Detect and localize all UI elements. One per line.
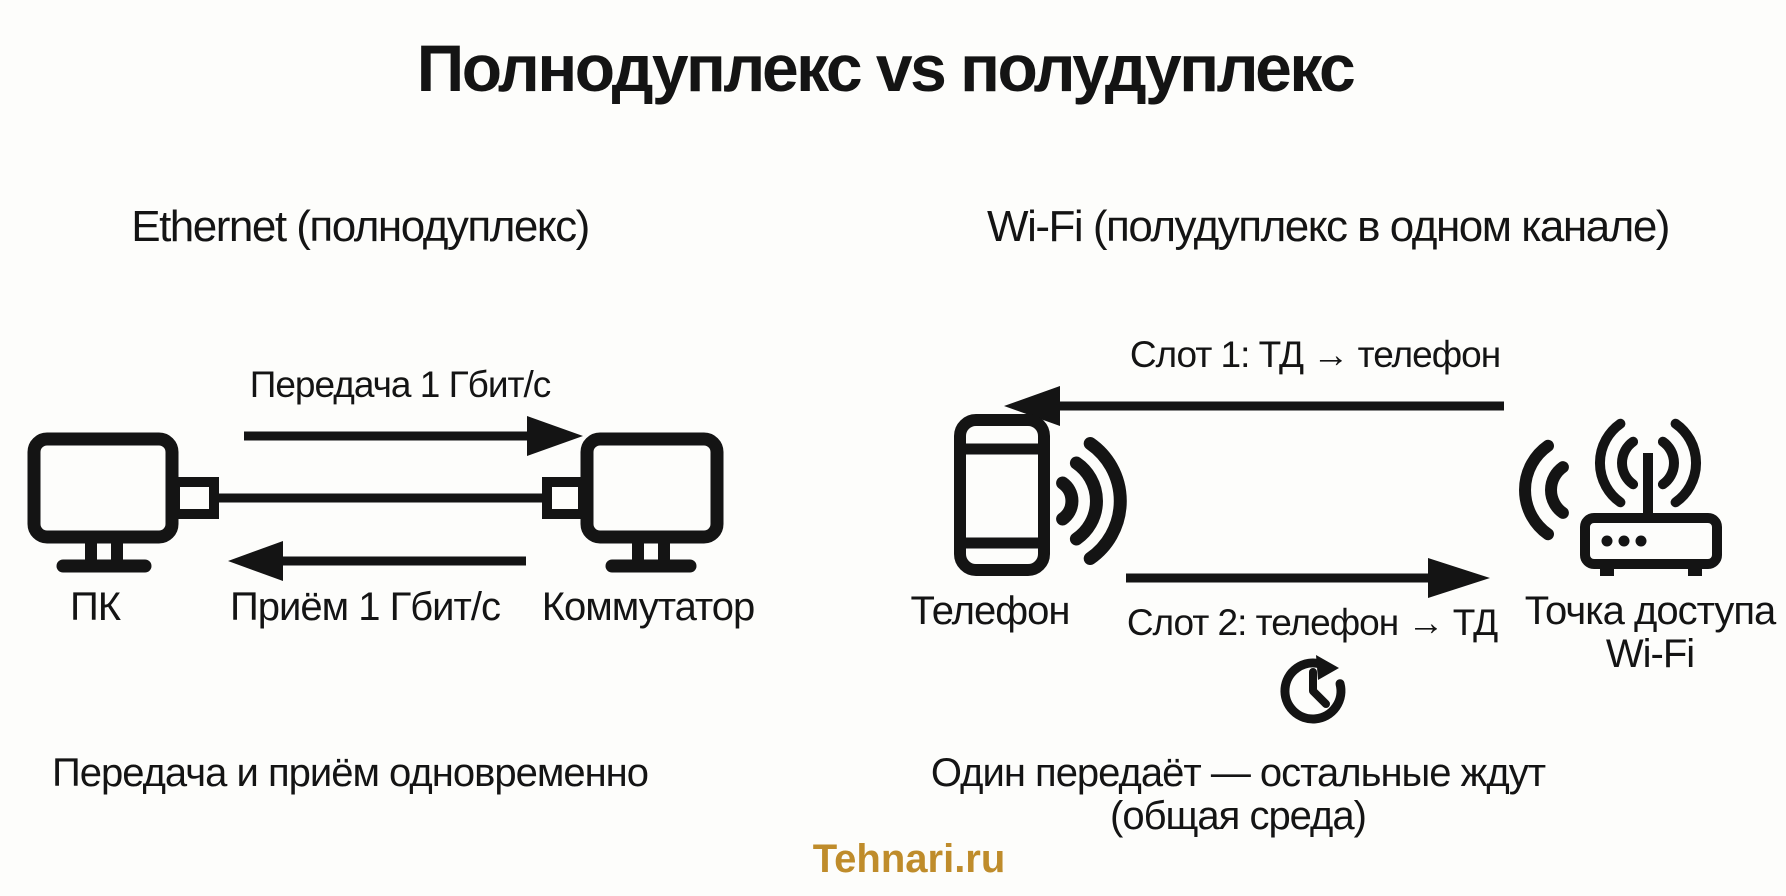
switch-icon [580,430,740,576]
slot1-arrow-left-icon [1000,384,1508,428]
page-title: Полнодуплекс vs полудуплекс [416,31,1356,105]
ap-label-line2: Wi-Fi [1605,632,1695,676]
pc-label: ПК [69,585,121,629]
slot2-arrow-right-icon [1122,556,1494,600]
slot2-label: Слот 2: телефон → ТД [1126,602,1498,643]
pc-icon [25,430,185,576]
wifi-section-heading: Wi-Fi (полудуплекс в одном канале) [987,202,1670,251]
transmit-arrow-right-icon [240,412,585,458]
ap-label-line1: Точка доступа [1524,589,1777,633]
wifi-caption-line1: Один передаёт — остальные ждут [930,751,1546,795]
phone-icon [952,412,1052,578]
receive-label: Приём 1 Гбит/с [230,585,501,629]
ethernet-caption: Передача и приём одновременно [51,751,649,795]
phone-label: Телефон [910,589,1071,633]
ethernet-cable-icon [170,477,588,519]
wifi-caption-line2: (общая среда) [1110,794,1367,838]
transmit-label: Передача 1 Гбит/с [249,364,551,405]
switch-label: Коммутатор [541,585,756,629]
ethernet-section-heading: Ethernet (полнодуплекс) [131,202,590,251]
phone-wifi-waves-icon [1052,428,1142,574]
brand-footer: Tehnari.ru [812,837,1006,881]
access-point-icon [1505,405,1786,580]
slot1-label: Слот 1: ТД → телефон [1129,334,1501,375]
clock-rotate-icon [1277,655,1349,727]
receive-arrow-left-icon [225,537,530,583]
